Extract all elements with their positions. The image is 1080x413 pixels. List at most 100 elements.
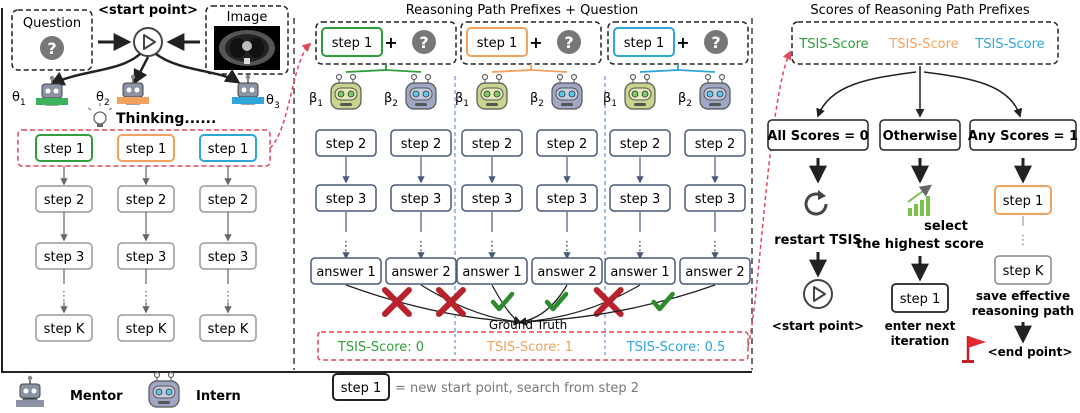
left-dots-2: ⋮ bbox=[140, 289, 153, 304]
beta-1-1: β1 bbox=[309, 91, 323, 109]
intern-robot-1-2 bbox=[405, 73, 437, 110]
mid-dots-1-1: ⋮ bbox=[340, 239, 353, 254]
play-icon bbox=[133, 27, 163, 57]
prefix-step1-label-3: step 1 bbox=[624, 36, 665, 51]
ct-image bbox=[214, 26, 280, 70]
right-step1-orange-label: step 1 bbox=[1003, 194, 1044, 209]
mid-step2-2-2 bbox=[536, 129, 598, 157]
mid-answer-1-1 bbox=[310, 257, 382, 285]
score-orange: TSIS-Score: 1 bbox=[486, 340, 573, 355]
end-flag-icon bbox=[962, 336, 986, 363]
right-step1-box bbox=[891, 283, 949, 313]
prefix-question-icon-3 bbox=[704, 30, 728, 54]
start-point-label: <start point> bbox=[98, 3, 198, 18]
mid-dots-2-2: ⋮ bbox=[561, 239, 574, 254]
prefix-question-mark-2: ? bbox=[564, 33, 573, 52]
cond-otherwise-label: Otherwise bbox=[883, 129, 958, 144]
restart-icon bbox=[804, 190, 828, 216]
mid-step3-3-2-label: step 3 bbox=[695, 192, 736, 207]
prefix-question-icon-2 bbox=[557, 30, 581, 54]
mid-step2-3-1 bbox=[609, 129, 671, 157]
cond-otherwise bbox=[879, 119, 961, 151]
intern-robot-2-1 bbox=[476, 73, 508, 110]
mentor-theta-1: θ1 bbox=[12, 90, 26, 108]
mentor-theta-3: θ3 bbox=[266, 93, 280, 111]
beta-2-2: β2 bbox=[530, 91, 544, 109]
right-score-orange: TSIS-Score bbox=[888, 37, 958, 52]
question-box bbox=[11, 9, 93, 71]
left-step1-green-label: step 1 bbox=[44, 142, 85, 157]
mentor-robot-1 bbox=[36, 75, 68, 106]
plus-sign-2: + bbox=[529, 33, 542, 52]
image-box bbox=[205, 5, 289, 75]
cond-any-one bbox=[969, 119, 1077, 151]
beta-1-2: β2 bbox=[384, 91, 398, 109]
legend-mentor-label: Mentor bbox=[70, 389, 123, 404]
question-label: Question bbox=[23, 16, 81, 31]
left-step2-1-label: step 2 bbox=[44, 193, 85, 208]
prefix-step1-3 bbox=[613, 27, 675, 57]
prefix-step1-label-2: step 1 bbox=[477, 36, 518, 51]
legend-intern-label: Intern bbox=[196, 389, 241, 404]
mid-dots-3-1: ⋮ bbox=[634, 239, 647, 254]
mid-answer-2-2-label: answer 2 bbox=[537, 265, 596, 280]
right-score-green: TSIS-Score bbox=[798, 37, 868, 52]
mid-step2-2-1-label: step 2 bbox=[472, 137, 513, 152]
image-label: Image bbox=[227, 10, 268, 25]
mid-step3-1-1-label: step 3 bbox=[326, 192, 367, 207]
legend-step1-box bbox=[332, 373, 390, 401]
legend-step1-label: step 1 bbox=[341, 381, 382, 396]
middle-title: Reasoning Path Prefixes + Question bbox=[406, 3, 639, 18]
question-mark: ? bbox=[47, 39, 56, 58]
plus-sign-1: + bbox=[384, 33, 397, 52]
mentor-theta-2: θ2 bbox=[96, 90, 110, 108]
left-step2-2-label: step 2 bbox=[126, 193, 167, 208]
right-start-point: <start point> bbox=[772, 319, 864, 333]
mid-step3-2-2 bbox=[536, 184, 598, 212]
intern-robot-3-1 bbox=[624, 73, 656, 110]
mid-dots-1-2: ⋮ bbox=[415, 239, 428, 254]
right-panel: Scores of Reasoning Path Prefixes TSIS-S… bbox=[767, 3, 1078, 363]
cross-icon-1-2 bbox=[439, 290, 463, 314]
left-dots-3: ⋮ bbox=[222, 289, 235, 304]
mid-step3-1-2-label: step 3 bbox=[401, 192, 442, 207]
mid-answer-2-1 bbox=[456, 257, 528, 285]
right-step1-orange bbox=[994, 185, 1052, 215]
left-step3-3-label: step 3 bbox=[208, 250, 249, 265]
right-stepk bbox=[994, 255, 1052, 285]
mentor-robot-3 bbox=[232, 74, 264, 105]
prefix-question-icon-1 bbox=[412, 30, 436, 54]
prefix-step1-label-1: step 1 bbox=[332, 36, 373, 51]
lightbulb-icon bbox=[87, 103, 113, 127]
left-step3-2-label: step 3 bbox=[126, 250, 167, 265]
plus-sign-3: + bbox=[676, 33, 689, 52]
mid-dots-3-2: ⋮ bbox=[709, 239, 722, 254]
mid-answer-3-1-label: answer 1 bbox=[610, 265, 669, 280]
question-icon bbox=[40, 36, 64, 60]
mid-step3-3-2 bbox=[684, 184, 746, 212]
left-step1-blue bbox=[199, 134, 257, 162]
legend-intern-icon bbox=[148, 371, 180, 408]
prefix-question-mark-3: ? bbox=[711, 33, 720, 52]
legend-mentor-icon bbox=[16, 375, 44, 407]
mid-step2-1-2-label: step 2 bbox=[401, 137, 442, 152]
mid-answer-3-2-label: answer 2 bbox=[685, 265, 744, 280]
select-label-1: select bbox=[924, 219, 968, 234]
cross-icon-1-1 bbox=[385, 290, 409, 314]
save-label-2: reasoning path bbox=[972, 304, 1074, 318]
middle-panel: Reasoning Path Prefixes + Question step … bbox=[309, 3, 751, 361]
mid-step2-3-1-label: step 2 bbox=[620, 137, 661, 152]
mid-answer-2-1-label: answer 1 bbox=[462, 265, 521, 280]
legend-description: = new start point, search from step 2 bbox=[395, 381, 639, 396]
mid-step3-2-1-label: step 3 bbox=[472, 192, 513, 207]
mid-step2-2-1 bbox=[461, 129, 523, 157]
left-stepk-3-label: step K bbox=[208, 322, 249, 337]
left-step1-blue-label: step 1 bbox=[208, 142, 249, 157]
left-stepk-2-label: step K bbox=[126, 322, 167, 337]
beta-3-2: β2 bbox=[678, 91, 692, 109]
scores-summary-box bbox=[791, 21, 1059, 65]
restart-label: restart TSIS bbox=[774, 233, 862, 248]
right-stepk-label: step K bbox=[1003, 264, 1044, 279]
